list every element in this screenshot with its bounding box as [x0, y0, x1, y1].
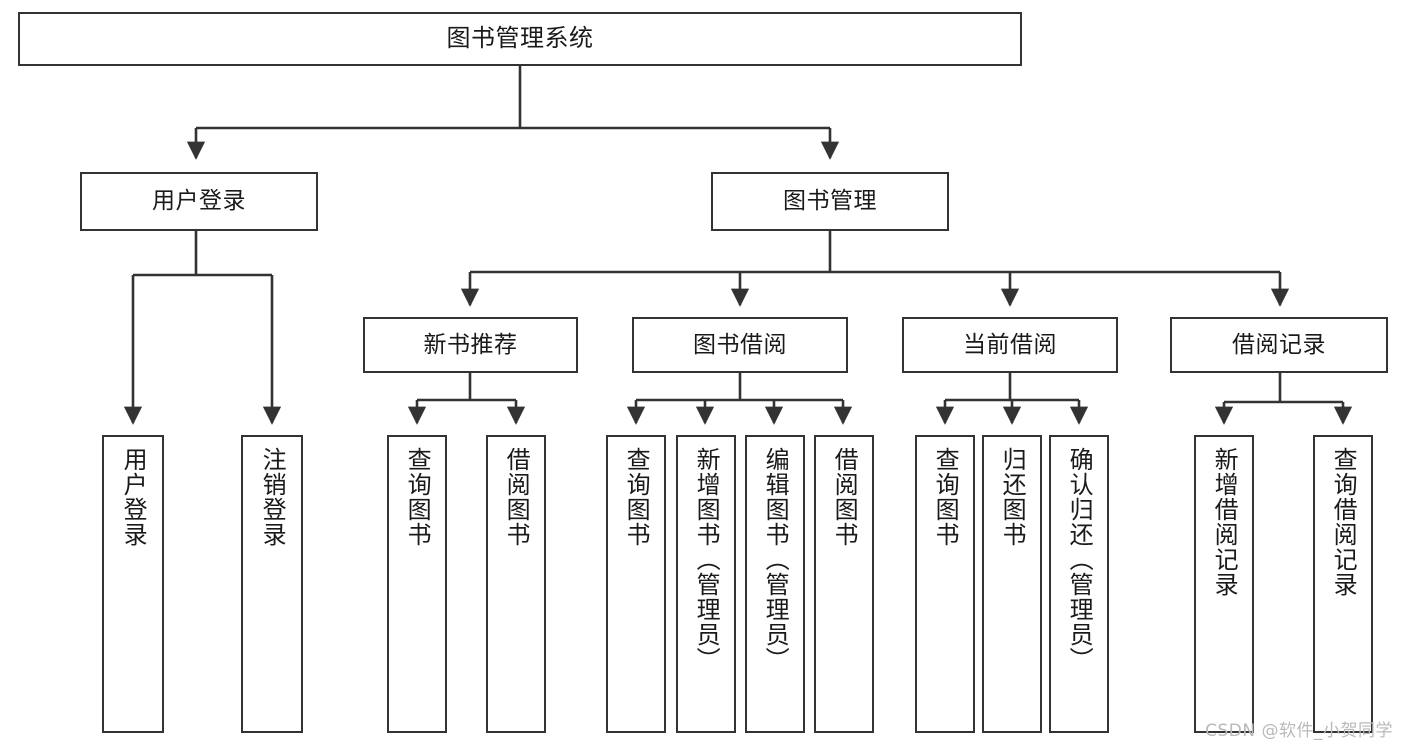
node-leaf-borrow-book-a[interactable]: 借阅图书 — [486, 435, 546, 733]
node-new-book-recommend[interactable]: 新书推荐 — [363, 317, 578, 373]
node-leaf-confirm-return[interactable]: 确认归还（管理员） — [1049, 435, 1109, 733]
node-leaf-borrow-book-b[interactable]: 借阅图书 — [814, 435, 874, 733]
node-leaf-borrow-book-b-label: 借阅图书 — [830, 447, 859, 547]
node-book-borrow-label: 图书借阅 — [693, 331, 787, 358]
node-leaf-edit-book-label: 编辑图书（管理员） — [761, 447, 790, 672]
node-leaf-user-login-label: 用户登录 — [119, 447, 148, 547]
node-leaf-add-record[interactable]: 新增借阅记录 — [1194, 435, 1254, 733]
node-new-book-recommend-label: 新书推荐 — [423, 331, 518, 358]
watermark-text: CSDN @软件_小贺同学 — [1205, 721, 1393, 741]
node-leaf-add-book[interactable]: 新增图书（管理员） — [676, 435, 736, 733]
node-leaf-query-book-a-label: 查询图书 — [403, 447, 432, 547]
node-borrow-record[interactable]: 借阅记录 — [1170, 317, 1388, 373]
node-user-login-label: 用户登录 — [152, 188, 246, 215]
node-current-borrow-label: 当前借阅 — [963, 331, 1057, 358]
node-leaf-edit-book[interactable]: 编辑图书（管理员） — [745, 435, 805, 733]
node-leaf-add-record-label: 新增借阅记录 — [1210, 447, 1239, 597]
node-user-login[interactable]: 用户登录 — [80, 172, 318, 231]
node-book-borrow[interactable]: 图书借阅 — [632, 317, 848, 373]
node-leaf-confirm-return-label: 确认归还（管理员） — [1065, 447, 1094, 672]
node-leaf-user-login[interactable]: 用户登录 — [102, 435, 164, 733]
node-leaf-query-book-a[interactable]: 查询图书 — [387, 435, 447, 733]
node-borrow-record-label: 借阅记录 — [1232, 331, 1326, 358]
node-leaf-borrow-book-a-label: 借阅图书 — [502, 447, 531, 547]
node-book-manage[interactable]: 图书管理 — [711, 172, 949, 231]
node-root-label: 图书管理系统 — [446, 24, 594, 53]
node-leaf-query-book-c[interactable]: 查询图书 — [915, 435, 975, 733]
node-leaf-logout[interactable]: 注销登录 — [241, 435, 303, 733]
node-leaf-query-book-b-label: 查询图书 — [622, 447, 651, 547]
node-leaf-query-record[interactable]: 查询借阅记录 — [1313, 435, 1373, 733]
node-leaf-query-book-b[interactable]: 查询图书 — [606, 435, 666, 733]
node-current-borrow[interactable]: 当前借阅 — [902, 317, 1118, 373]
node-leaf-query-record-label: 查询借阅记录 — [1329, 447, 1358, 597]
node-book-manage-label: 图书管理 — [783, 188, 877, 215]
node-leaf-return-book-label: 归还图书 — [998, 447, 1027, 547]
node-root[interactable]: 图书管理系统 — [18, 12, 1022, 66]
node-leaf-logout-label: 注销登录 — [258, 447, 287, 547]
node-leaf-return-book[interactable]: 归还图书 — [982, 435, 1042, 733]
node-leaf-query-book-c-label: 查询图书 — [931, 447, 960, 547]
node-leaf-add-book-label: 新增图书（管理员） — [692, 447, 721, 672]
